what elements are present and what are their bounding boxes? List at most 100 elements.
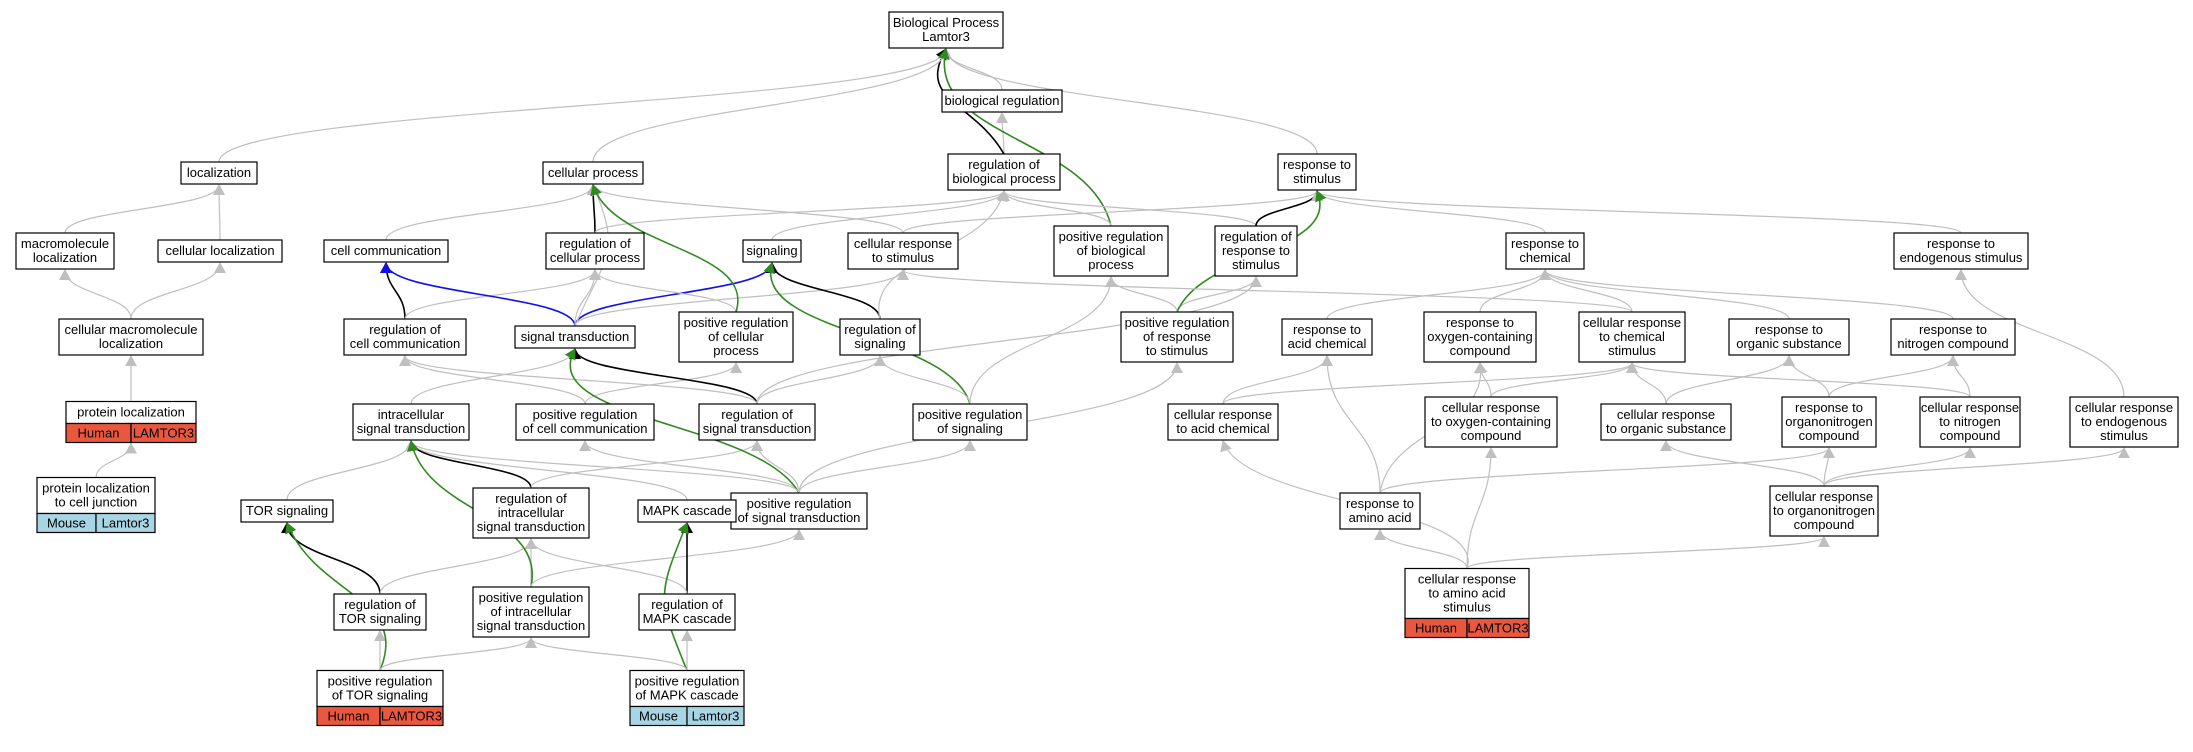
edge-cellrespamino-to-cellrespoxy <box>1466 447 1497 569</box>
node-label-line: signal transduction <box>477 519 585 534</box>
node-label-line: to nitrogen <box>1939 414 2000 429</box>
node-label-line: regulation of <box>344 597 416 612</box>
node-label-line: regulation of <box>495 491 567 506</box>
node-label-line: positive regulation <box>1059 229 1164 244</box>
edge-posregintra-to-posregsigtrans <box>530 529 805 588</box>
tag-gene-cell <box>1466 617 1530 639</box>
node-sigtrans[interactable]: signal transduction <box>514 325 636 349</box>
node-label-line: of biological <box>1077 243 1146 258</box>
node-cellcomm[interactable]: cell communication <box>323 239 449 263</box>
node-box <box>1600 403 1732 441</box>
edge-posregbio-to-bp <box>937 48 1112 227</box>
edge-regresp-to-regbio <box>998 190 1257 227</box>
node-box <box>698 403 816 441</box>
edge-regcellproc-to-cellproc <box>587 184 600 234</box>
edge-regintra-to-intrasig <box>405 440 532 489</box>
edge-cellcomm-to-cellproc <box>385 184 599 241</box>
node-mapk[interactable]: MAPK cascade <box>637 499 737 523</box>
edge-cellresporgnitro-to-cellrespnitro <box>1823 447 1976 487</box>
node-label-line: compound <box>1799 428 1860 443</box>
node-signaling[interactable]: signaling <box>742 239 802 263</box>
node-cellproc[interactable]: cellular process <box>542 161 644 185</box>
node-label-line: TOR signaling <box>339 611 421 626</box>
node-label-line: of intracellular <box>491 604 573 619</box>
edge-resporgnitro-to-resporg <box>1783 355 1830 398</box>
node-label-line: cellular response <box>1921 400 2019 415</box>
node-label-line: process <box>713 343 759 358</box>
node-label-line: amino acid <box>1349 510 1412 525</box>
edge-cellloc-to-loc <box>213 184 226 241</box>
node-box <box>1281 318 1373 356</box>
node-label-line: cellular macromolecule <box>65 322 198 337</box>
node-cellloc[interactable]: cellular localization <box>157 239 283 263</box>
edge-posregsig-to-posregbio <box>969 276 1117 405</box>
node-label-line: cellular response <box>1617 407 1715 422</box>
node-label-line: signaling <box>854 336 905 351</box>
edge-cellrespendo-to-respendo <box>1955 269 2125 398</box>
node-box <box>1214 225 1298 277</box>
node-label-line: stimulus <box>2100 428 2148 443</box>
node-box <box>1167 403 1279 441</box>
node-loc[interactable]: localization <box>180 161 258 185</box>
edge-loc-to-bp <box>218 48 952 163</box>
edge-cellrespamino-to-respamino <box>1374 529 1468 569</box>
node-label-line: chemical <box>1519 250 1570 265</box>
node-bioreg[interactable]: biological regulation <box>941 89 1063 113</box>
node-label-line: response to <box>1795 400 1863 415</box>
tag-gene-label: LAMTOR3 <box>133 426 194 441</box>
node-box <box>947 153 1061 191</box>
node-label-line: cellular response <box>1174 407 1272 422</box>
node-label-line: positive regulation <box>684 315 789 330</box>
node-label-line: signal transduction <box>703 421 811 436</box>
node-box <box>1424 396 1558 448</box>
edge-posregtor-to-posregintra <box>379 637 537 671</box>
tag-gene-cell <box>379 705 444 727</box>
edge-respoxy-to-respchem <box>1479 269 1551 313</box>
node-label-line: biological regulation <box>945 93 1060 108</box>
edge-regsigtrans-to-regresp <box>756 276 1262 405</box>
node-tor[interactable]: TOR signaling <box>240 499 334 523</box>
